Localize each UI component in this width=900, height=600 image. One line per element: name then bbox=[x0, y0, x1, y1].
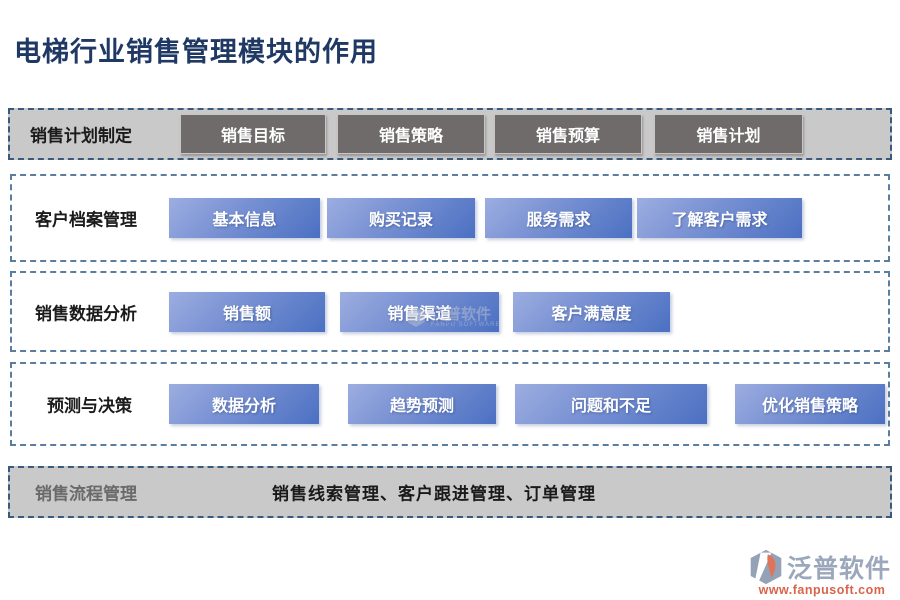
button-data-analysis[interactable]: 数据分析 bbox=[169, 384, 319, 424]
section-customer-profile: 客户档案管理 基本信息 购买记录 服务需求 了解客户需求 bbox=[10, 174, 890, 262]
section-label-forecast-decision: 预测与决策 bbox=[47, 396, 132, 416]
sales-process-items: 销售线索管理、客户跟进管理、订单管理 bbox=[272, 484, 596, 504]
fanpu-logo-icon bbox=[750, 549, 782, 585]
button-sales-channel[interactable]: 销售渠道 bbox=[340, 291, 499, 332]
fanpu-logo-name: 泛普软件 bbox=[787, 555, 892, 583]
button-understand-customer-needs[interactable]: 了解客户需求 bbox=[637, 198, 802, 238]
button-sales-amount[interactable]: 销售额 bbox=[169, 291, 325, 332]
section-sales-data-analysis: 销售数据分析 销售额 销售渠道 客户满意度 bbox=[10, 271, 890, 352]
button-customer-satisfaction[interactable]: 客户满意度 bbox=[513, 291, 670, 332]
button-sales-strategy[interactable]: 销售策略 bbox=[337, 114, 485, 154]
button-sales-goal[interactable]: 销售目标 bbox=[180, 114, 326, 154]
button-trend-forecast[interactable]: 趋势预测 bbox=[348, 384, 496, 424]
button-sales-plan[interactable]: 销售计划 bbox=[654, 114, 803, 154]
page-title: 电梯行业销售管理模块的作用 bbox=[14, 37, 378, 67]
button-basic-info[interactable]: 基本信息 bbox=[169, 198, 320, 238]
section-forecast-decision: 预测与决策 数据分析 趋势预测 问题和不足 优化销售策略 bbox=[10, 362, 890, 446]
button-optimize-sales-strategy[interactable]: 优化销售策略 bbox=[735, 384, 885, 424]
button-problems-shortcomings[interactable]: 问题和不足 bbox=[515, 384, 707, 424]
button-service-demand[interactable]: 服务需求 bbox=[485, 198, 632, 238]
button-sales-budget[interactable]: 销售预算 bbox=[494, 114, 642, 154]
button-purchase-record[interactable]: 购买记录 bbox=[327, 198, 475, 238]
section-label-sales-process: 销售流程管理 bbox=[35, 484, 137, 504]
section-label-sales-planning: 销售计划制定 bbox=[30, 126, 132, 146]
section-label-sales-data-analysis: 销售数据分析 bbox=[35, 304, 137, 323]
section-sales-planning: 销售计划制定 销售目标 销售策略 销售预算 销售计划 bbox=[8, 108, 892, 160]
section-sales-process: 销售流程管理 销售线索管理、客户跟进管理、订单管理 bbox=[8, 466, 892, 518]
fanpu-logo-url[interactable]: www.fanpusoft.com bbox=[758, 583, 886, 597]
section-label-customer-profile: 客户档案管理 bbox=[35, 210, 137, 230]
fanpu-logo: 泛普软件 www.fanpusoft.com bbox=[748, 549, 896, 597]
